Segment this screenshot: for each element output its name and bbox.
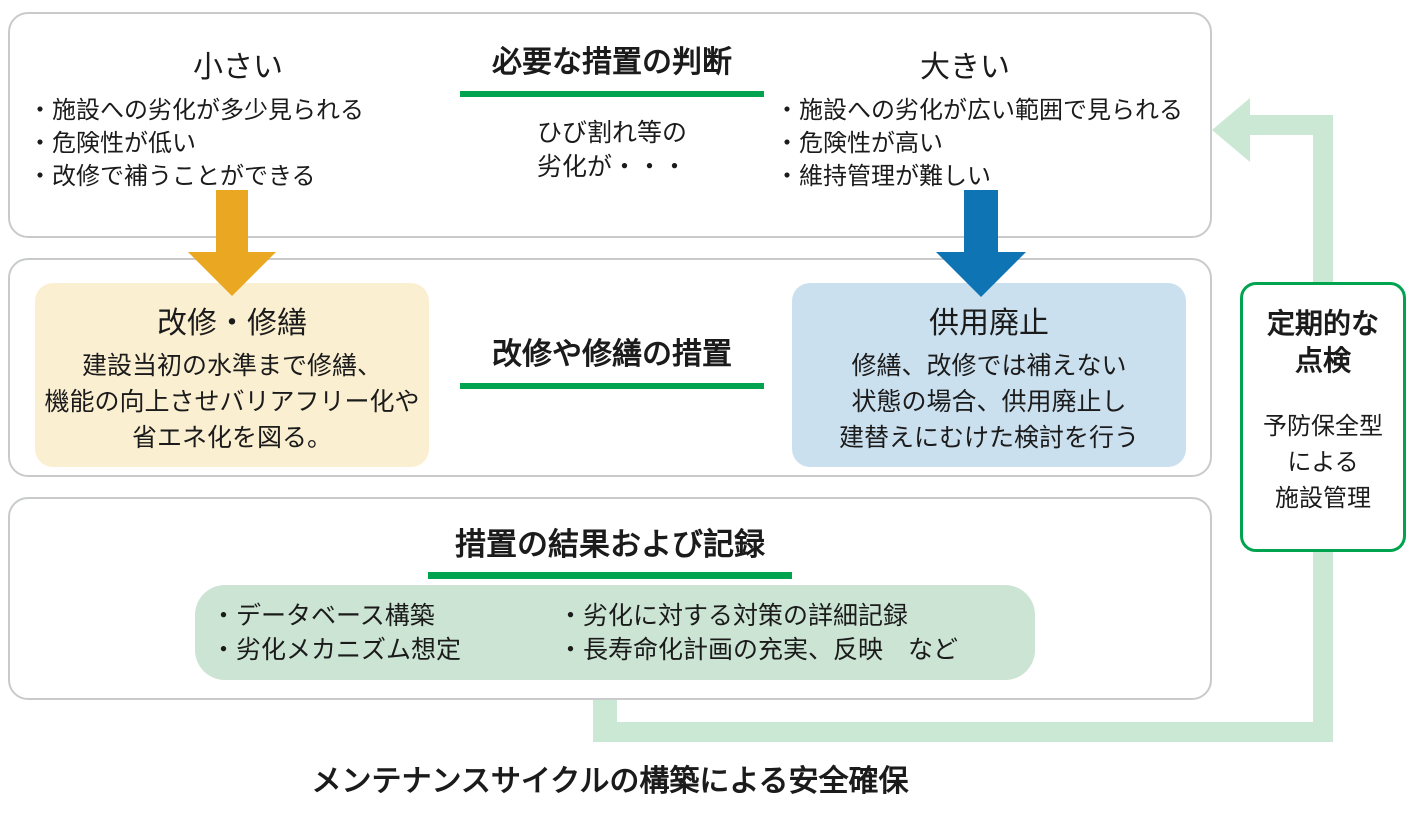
records-title: 措置の結果および記録 bbox=[428, 525, 792, 579]
diagram-caption: メンテナンスサイクルの構築による安全確保 bbox=[311, 765, 909, 798]
blue-down-arrow-icon bbox=[936, 252, 1026, 297]
repair-body-line: 省エネ化を図る。 bbox=[131, 424, 332, 452]
bullet-item: ・維持管理が難しい bbox=[775, 163, 991, 190]
inspection-body-line: 施設管理 bbox=[1275, 485, 1371, 512]
measures-section: 改修・修繕 建設当初の水準まで修繕、 機能の向上させバリアフリー化や 省エネ化を… bbox=[8, 258, 1212, 477]
inspection-title-line: 定期的な bbox=[1266, 308, 1379, 339]
repair-card: 改修・修繕 建設当初の水準まで修繕、 機能の向上させバリアフリー化や 省エネ化を… bbox=[35, 283, 429, 467]
inspection-body: 予防保全型 による 施設管理 bbox=[1243, 409, 1403, 517]
judgment-title: 必要な措置の判断 bbox=[460, 44, 764, 97]
judgment-subtitle: ひび割れ等の 劣化が・・・ bbox=[460, 116, 764, 184]
bullet-item: ・施設への劣化が多少見られる bbox=[28, 97, 364, 124]
records-column-2: ・劣化に対する対策の詳細記録 ・長寿命化計画の充実、反映 など bbox=[558, 599, 958, 667]
abolition-card-title: 供用廃止 bbox=[929, 307, 1049, 340]
inspection-title-line: 点検 bbox=[1294, 345, 1351, 376]
bullet-item: ・施設への劣化が広い範囲で見られる bbox=[775, 97, 1183, 124]
abolition-body-line: 状態の場合、供用廃止し bbox=[851, 388, 1127, 416]
bullet-item: ・危険性が高い bbox=[775, 130, 943, 157]
repair-card-title: 改修・修繕 bbox=[157, 307, 307, 340]
abolition-body-line: 修繕、改修では補えない bbox=[851, 352, 1127, 380]
bullet-item: ・劣化メカニズム想定 bbox=[211, 635, 462, 664]
measures-title: 改修や修繕の措置 bbox=[460, 336, 764, 389]
bullet-item: ・データベース構築 bbox=[211, 601, 435, 630]
inspection-body-line: による bbox=[1287, 449, 1359, 476]
records-card: ・データベース構築 ・劣化メカニズム想定 ・劣化に対する対策の詳細記録 ・長寿命… bbox=[195, 585, 1035, 680]
records-section: 措置の結果および記録 ・データベース構築 ・劣化メカニズム想定 ・劣化に対する対… bbox=[8, 497, 1212, 700]
judgment-subtitle-line: 劣化が・・・ bbox=[536, 153, 687, 181]
blue-down-arrow-stem bbox=[964, 190, 998, 252]
repair-body-line: 建設当初の水準まで修繕、 bbox=[81, 352, 382, 380]
inspection-body-line: 予防保全型 bbox=[1263, 413, 1383, 440]
bullet-item: ・長寿命化計画の充実、反映 など bbox=[558, 635, 959, 664]
yellow-down-arrow-icon bbox=[188, 252, 276, 296]
small-heading: 小さい bbox=[193, 51, 283, 84]
cycle-pipe-top-segment bbox=[1250, 115, 1333, 135]
bullet-item: ・危険性が低い bbox=[28, 130, 196, 157]
abolition-card-body: 修繕、改修では補えない 状態の場合、供用廃止し 建替えにむけた検討を行う bbox=[792, 348, 1186, 456]
abolition-body-line: 建替えにむけた検討を行う bbox=[838, 424, 1139, 452]
large-heading: 大きい bbox=[920, 51, 1010, 84]
judgment-section: 小さい ・施設への劣化が多少見られる ・危険性が低い ・改修で補うことができる … bbox=[8, 12, 1212, 238]
inspection-card: 定期的な 点検 予防保全型 による 施設管理 bbox=[1240, 282, 1406, 552]
inspection-title: 定期的な 点検 bbox=[1243, 305, 1403, 379]
large-bullet-list: ・施設への劣化が広い範囲で見られる ・危険性が高い ・維持管理が難しい bbox=[775, 94, 1183, 193]
abolition-card: 供用廃止 修繕、改修では補えない 状態の場合、供用廃止し 建替えにむけた検討を行… bbox=[792, 283, 1186, 467]
bullet-item: ・改修で補うことができる bbox=[28, 163, 316, 190]
judgment-subtitle-line: ひび割れ等の bbox=[536, 119, 687, 147]
records-column-1: ・データベース構築 ・劣化メカニズム想定 bbox=[211, 599, 461, 667]
small-bullet-list: ・施設への劣化が多少見られる ・危険性が低い ・改修で補うことができる bbox=[28, 94, 364, 193]
cycle-arrow-left-icon bbox=[1212, 98, 1250, 162]
repair-card-body: 建設当初の水準まで修繕、 機能の向上させバリアフリー化や 省エネ化を図る。 bbox=[35, 348, 429, 456]
repair-body-line: 機能の向上させバリアフリー化や bbox=[44, 388, 420, 416]
bullet-item: ・劣化に対する対策の詳細記録 bbox=[558, 601, 909, 630]
yellow-down-arrow-stem bbox=[216, 190, 248, 252]
cycle-pipe-bottom-segment bbox=[593, 722, 1333, 742]
